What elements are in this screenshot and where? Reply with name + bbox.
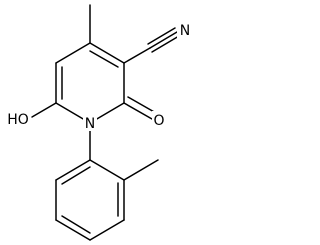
- bond-ar6-ar1: [55, 159, 91, 181]
- pyridone-ring: [55, 42, 125, 124]
- oxygen-carbonyl-label: O: [153, 113, 164, 129]
- nitrogen-ring-label: N: [85, 116, 95, 132]
- bond-nitrile-triple-3: [151, 35, 180, 53]
- bond-c4-c5: [55, 42, 91, 64]
- bond-c3-c4-double: [89, 50, 119, 68]
- bond-nitrile-triple-1: [149, 31, 178, 49]
- bond-c2-carbonyl-o: [123, 102, 153, 120]
- bond-c2-carbonyl-o-double: [127, 96, 157, 114]
- oxygen-carbonyl-label-bg: [152, 111, 167, 128]
- bond-c3-c4: [89, 42, 125, 64]
- nitrogen-ring-label-bg: [83, 114, 97, 131]
- bond-ar6-ar1-double: [61, 166, 91, 185]
- nitrogen-nitrile-label: N: [180, 23, 190, 39]
- hydroxyl-label-bg: [4, 110, 31, 127]
- substituents: [31, 4, 180, 161]
- hydroxyl-label: HO: [7, 112, 29, 128]
- tolyl-ring: [55, 159, 159, 241]
- atom-labels: N N O HO: [4, 21, 193, 132]
- bond-ar3-ar4: [89, 219, 125, 241]
- nitrogen-nitrile-label-bg: [177, 21, 193, 38]
- bond-c3-nitrile-carbon: [123, 47, 151, 64]
- bond-ar1-ar2: [89, 159, 125, 181]
- bond-ar4-ar5: [55, 219, 91, 241]
- bond-ar4-ar5-double: [61, 215, 91, 234]
- chemical-structure: N N O HO: [4, 4, 193, 241]
- bond-nitrile-triple-2: [147, 27, 176, 45]
- bond-c6-hydroxyl: [31, 102, 57, 118]
- bond-ar2-methyl: [123, 159, 159, 181]
